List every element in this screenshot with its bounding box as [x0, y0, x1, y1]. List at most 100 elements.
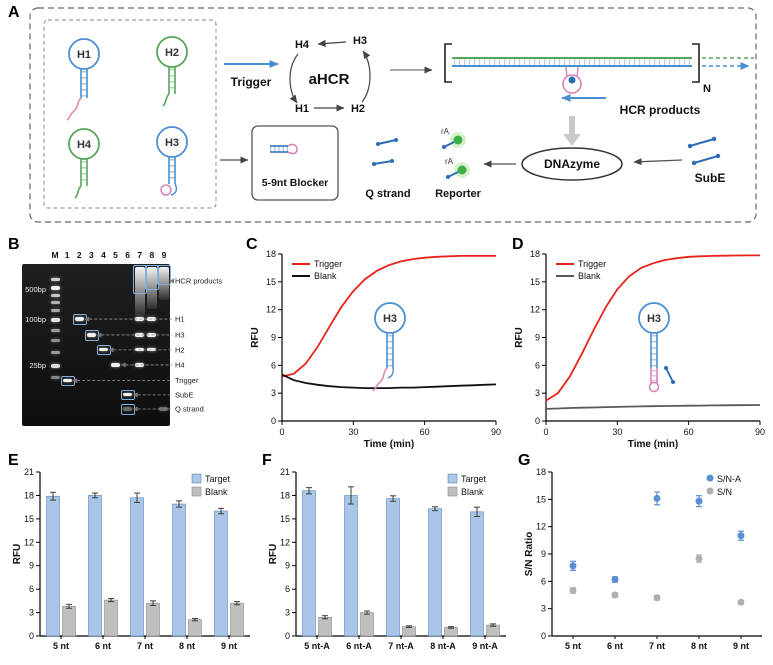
series-Trigger: [281, 255, 496, 378]
bar: [302, 490, 316, 637]
chart-text: 18: [24, 490, 34, 500]
bar: [172, 503, 186, 637]
panel-label-e: E: [8, 452, 19, 469]
chart-text: Blank: [578, 271, 601, 281]
chart-text: 60: [684, 427, 694, 437]
chart-text: 9 nt-A: [472, 641, 498, 651]
gel-highlight-box: [132, 265, 147, 294]
hairpin-set-dashed-box: [43, 19, 217, 209]
gel-lane-label: 6: [125, 250, 130, 260]
series-Blank: [318, 610, 500, 637]
chart-text: 6 nt: [95, 641, 111, 651]
gel-smear: [146, 267, 157, 310]
chart-text: 30: [612, 427, 622, 437]
chart-text: 0: [285, 631, 290, 641]
gel-highlight-box: [121, 404, 136, 415]
chart-text: 15: [266, 277, 276, 287]
chart-text: SubE: [175, 390, 193, 399]
chart-text: S/N: [717, 487, 732, 497]
series-Target: [46, 491, 228, 637]
gel-ladder-band: [50, 285, 60, 290]
bar: [88, 495, 102, 637]
chart-text: 18: [266, 249, 276, 259]
bar: [470, 511, 484, 637]
chart-text: 7 nt: [649, 641, 665, 651]
bar: [428, 508, 442, 637]
series-Blank: [281, 373, 497, 389]
gel-band: [159, 407, 169, 411]
series-S/N: [569, 554, 745, 606]
sube-group: SubE: [633, 136, 726, 185]
panel-label-f: F: [262, 452, 272, 469]
chart-text: 5 nt-A: [304, 641, 330, 651]
bar: [214, 510, 228, 637]
chart-text: 15: [536, 494, 546, 504]
chart-text: 15: [24, 514, 34, 524]
chart-text: 60: [420, 427, 430, 437]
chart-text: 90: [755, 427, 765, 437]
chart-text: HCR products: [175, 277, 222, 286]
gel-highlight-box: [156, 265, 171, 286]
gel-band: [147, 348, 157, 352]
chart-text: 6: [29, 584, 34, 594]
gel-ladder-band: [50, 294, 60, 298]
gel-highlight-box: [144, 265, 159, 291]
chart-text: 9 nt: [221, 641, 237, 651]
ahcr-label: aHCR: [309, 71, 350, 88]
gel-ladder-band: [50, 301, 60, 305]
gel-annotation: HCR products: [169, 277, 222, 286]
data-point: [737, 532, 745, 540]
gel-band: [135, 333, 145, 337]
bar: [146, 602, 160, 637]
chart-text: 6: [535, 360, 540, 370]
blocker-box: 5-9nt Blocker: [220, 125, 339, 201]
chart-text: 0: [543, 427, 548, 437]
x-axis-label: Time (min): [628, 439, 678, 450]
hcr-products-label: HCR products: [620, 103, 701, 117]
chart-text: 0: [541, 631, 546, 641]
y-axis-label: RFU: [250, 327, 261, 348]
chart-text: 9: [29, 561, 34, 571]
y-axis-label: RFU: [268, 544, 279, 565]
gel-band: [135, 348, 145, 352]
chart-text: Blank: [461, 487, 484, 497]
series-Trigger: [545, 254, 760, 402]
q-strand-group: Q strand: [365, 138, 411, 200]
bar: [46, 495, 60, 637]
bar: [130, 497, 144, 637]
gel-lane-label: 7: [137, 250, 143, 260]
cycle-h2-label: H2: [351, 103, 365, 115]
ra-label-1: rA: [441, 127, 450, 136]
sube-label: SubE: [695, 171, 726, 185]
bar: [360, 612, 374, 637]
gel-ladder-band: [50, 364, 60, 369]
chart-text: 6: [285, 584, 290, 594]
dnazyme-ellipse: DNAzyme: [521, 147, 623, 181]
data-point: [695, 497, 703, 505]
gel-ladder-band: [50, 338, 60, 342]
gel-lane-label: 3: [88, 250, 94, 260]
data-point: [569, 562, 577, 570]
chart-text: 15: [280, 514, 290, 524]
chart-text: 0: [29, 631, 34, 641]
gel-ladder-band: [50, 375, 60, 379]
fluorophore-dot: [453, 135, 463, 145]
chart-text: 12: [24, 537, 34, 547]
panel-label-a: A: [8, 4, 20, 21]
gel-band: [147, 333, 157, 337]
chart-text: 8 nt: [179, 641, 195, 651]
trigger-label: Trigger: [231, 75, 272, 89]
mechanism-schematic: H1 H2 H4 H3: [29, 7, 757, 223]
gel-lane-label: 9: [161, 250, 167, 260]
fluorophore-dot: [457, 165, 467, 175]
chart-text: 12: [530, 305, 540, 315]
hairpin-h4-label: H4: [77, 139, 92, 151]
chart-text: 18: [280, 490, 290, 500]
chart-text: 3: [541, 604, 546, 614]
